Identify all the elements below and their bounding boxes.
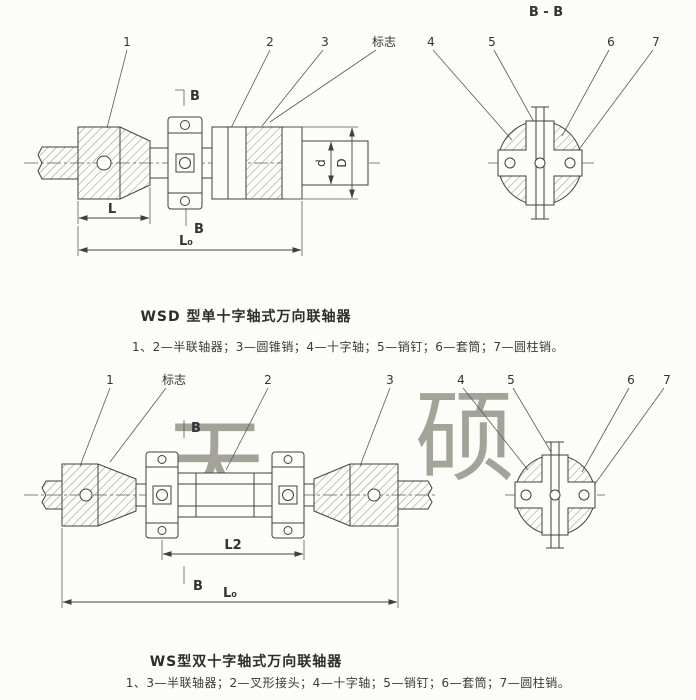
callout-2: 2 <box>229 35 274 131</box>
dimension-L0: L₀ <box>61 528 399 608</box>
section-mark-bottom: B <box>185 208 204 237</box>
callout-1-label: 1 <box>123 35 131 49</box>
callout-2-label: 2 <box>264 373 272 387</box>
sleeve-section <box>245 126 283 200</box>
dimension-D: D <box>284 126 358 200</box>
dimension-L: L <box>77 187 151 224</box>
callout-7-label: 7 <box>652 35 660 49</box>
callout-5-label: 5 <box>507 373 515 387</box>
callout-6-label: 6 <box>607 35 615 49</box>
half-coupling-left <box>77 126 151 200</box>
callout-5-label: 5 <box>488 35 496 49</box>
callout-7: 7 <box>591 373 671 489</box>
left-shaft <box>37 146 79 180</box>
callout-2-label: 2 <box>266 35 274 49</box>
callout-4-label: 4 <box>457 373 465 387</box>
callout-mark-leader <box>269 49 377 123</box>
pin-hole-left <box>504 157 516 169</box>
callout-1-label: 1 <box>106 373 114 387</box>
pin-hole-right <box>564 157 576 169</box>
callout-6-leader <box>561 49 610 137</box>
fork-head <box>177 472 273 518</box>
dim-D-label: D <box>335 158 349 167</box>
dim-d-label: d <box>314 159 328 167</box>
callout-2-leader <box>229 49 271 131</box>
callout-3-label: 3 <box>386 373 394 387</box>
wsd-section-view <box>488 106 594 220</box>
callout-7-leader <box>576 49 654 153</box>
callout-mark-label: 标志 <box>372 35 396 49</box>
right-shaft <box>397 480 433 510</box>
dim-L2-label: L2 <box>224 538 241 553</box>
wsd-drawing: B - B 1 2 3 标志 4 5 6 7 <box>24 5 660 256</box>
ws-legend: 1、3—半联轴器；2—叉形接头；4—十字轴；5—销钉；6—套筒；7—圆柱销。 <box>125 676 571 690</box>
left-shaft <box>41 480 63 510</box>
ws-section-view <box>505 441 605 549</box>
callout-3: 3 <box>359 373 394 467</box>
callout-3-label: 3 <box>321 35 329 49</box>
callout-5: 5 <box>507 373 552 453</box>
callout-5: 5 <box>488 35 535 123</box>
callout-4: 4 <box>457 373 529 471</box>
dimension-L2: L2 <box>161 538 305 560</box>
center-hole <box>534 157 546 169</box>
callout-1-leader <box>106 49 128 129</box>
callout-mark: 标志 <box>109 373 186 463</box>
half-coupling-right <box>313 463 399 527</box>
callout-7-label: 7 <box>663 373 671 387</box>
wsd-side-view: d D L L₀ <box>24 89 380 256</box>
callout-mark: 标志 <box>269 35 396 123</box>
taper-pin-hole <box>96 155 112 171</box>
ws-drawing: 天 硕 1 标志 2 3 4 5 6 <box>24 373 671 608</box>
callout-1: 1 <box>79 373 114 467</box>
section-b-bottom-label: B <box>193 579 203 594</box>
callout-7: 7 <box>576 35 660 153</box>
dim-L-label: L <box>108 202 116 217</box>
right-shaft <box>301 140 369 186</box>
callout-3-leader <box>261 49 324 127</box>
pin-hole-left <box>520 489 532 501</box>
callout-3: 3 <box>261 35 329 127</box>
section-b-top-label: B <box>191 421 201 436</box>
dim-L0-label: L₀ <box>223 586 237 601</box>
callout-6: 6 <box>561 35 615 137</box>
callout-5-leader <box>493 49 535 123</box>
section-b-top-label: B <box>190 89 200 104</box>
wsd-legend: 1、2—半联轴器；3—圆锥销；4—十字轴；5—销钉；6—套筒；7—圆柱销。 <box>132 340 564 354</box>
dim-L0-label: L₀ <box>179 234 193 249</box>
center-hole <box>549 489 561 501</box>
ws-title: WS型双十字轴式万向联轴器 <box>149 654 343 670</box>
section-mark-bottom: B <box>183 566 203 594</box>
section-b-bottom-label: B <box>194 222 204 237</box>
dimension-d: d <box>314 141 334 185</box>
callout-6-label: 6 <box>627 373 635 387</box>
callout-mark-label: 标志 <box>162 373 186 387</box>
section-mark-top: B <box>175 89 200 106</box>
section-mark-top: B <box>183 420 201 438</box>
pin-hole-right <box>578 489 590 501</box>
callout-1: 1 <box>106 35 131 129</box>
callout-4: 4 <box>427 35 513 141</box>
cross-joint <box>167 116 203 210</box>
half-coupling-left <box>61 463 137 527</box>
callout-4-label: 4 <box>427 35 435 49</box>
callout-6: 6 <box>581 373 635 473</box>
cross-joint-left <box>145 451 179 539</box>
callout-4-leader <box>432 49 513 141</box>
callout-2: 2 <box>225 373 272 471</box>
dimension-L0: L₀ <box>77 201 303 256</box>
wsd-title: WSD 型单十字轴式万向联轴器 <box>140 309 352 325</box>
cross-joint-right <box>271 451 305 539</box>
ws-side-view: B B L2 L₀ <box>24 420 438 608</box>
section-b-b-label: B - B <box>529 5 563 20</box>
watermark-char-2: 硕 <box>415 379 515 496</box>
sleeve-assembly <box>211 126 303 200</box>
